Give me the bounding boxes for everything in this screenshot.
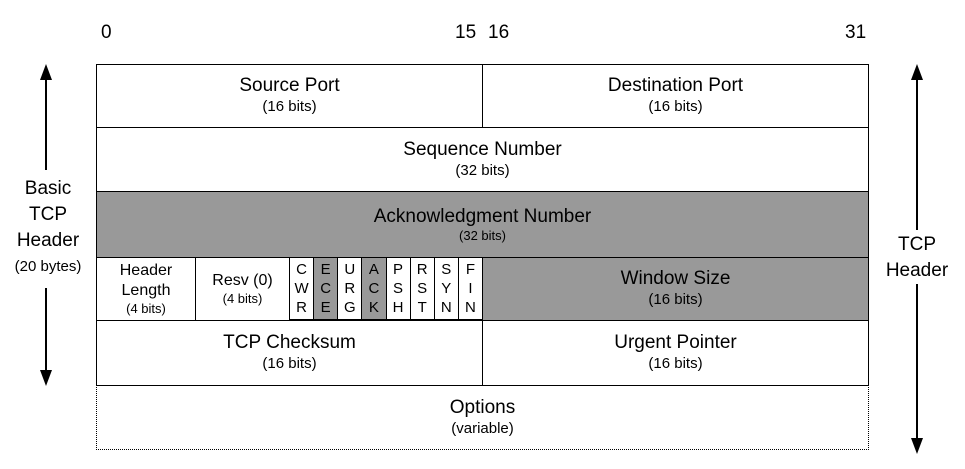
flag-letter: G: [343, 299, 356, 316]
window-size-field: Window Size (16 bits): [482, 257, 869, 321]
sequence-number-size: (32 bits): [455, 161, 510, 179]
flag-letter: S: [393, 280, 404, 297]
flag-letter: E: [320, 299, 331, 316]
flag-letter: K: [368, 299, 379, 316]
destination-port-name: Destination Port: [607, 75, 744, 96]
flag-letter: T: [417, 299, 427, 316]
flag-letter: C: [320, 280, 332, 297]
left-label-line2: TCP: [29, 204, 67, 225]
flag-letter: A: [368, 261, 379, 278]
options-field: Options (variable): [96, 385, 869, 450]
urgent-pointer-name: Urgent Pointer: [614, 332, 737, 353]
flag-letter: U: [344, 261, 356, 278]
right-label-line1: TCP: [898, 234, 936, 255]
flag-letter: R: [344, 280, 356, 297]
left-double-arrow: [40, 64, 52, 386]
resv-size: (4 bits): [222, 291, 263, 306]
destination-port-size: (16 bits): [648, 98, 703, 115]
options-size: (variable): [451, 419, 514, 437]
flag-letter: W: [294, 280, 309, 297]
bit-31-label: 31: [845, 22, 867, 43]
bit-15-label: 15: [455, 22, 477, 43]
flag-letter: F: [465, 261, 476, 278]
header-length-line2: Length: [121, 282, 171, 299]
sequence-number-name: Sequence Number: [403, 138, 562, 160]
header-length-size: (4 bits): [126, 301, 166, 316]
left-label-line4: (20 bytes): [14, 258, 82, 275]
flag-letter: N: [465, 299, 476, 316]
basic-tcp-header-label: Basic TCP Header (20 bytes): [0, 176, 96, 280]
flag-letter: H: [392, 299, 404, 316]
flag-letter: C: [368, 280, 380, 297]
source-port-field: Source Port (16 bits): [96, 64, 483, 128]
flag-letter: R: [296, 299, 307, 316]
window-size-size: (16 bits): [648, 291, 703, 308]
flag-letter: Y: [441, 280, 452, 297]
source-port-size: (16 bits): [262, 98, 317, 115]
flag-letter: E: [320, 261, 331, 278]
header-length-line1: Header: [119, 262, 173, 279]
acknowledgment-number-name: Acknowledgment Number: [373, 205, 592, 227]
tcp-checksum-field: TCP Checksum (16 bits): [96, 320, 483, 386]
flag-letter: S: [441, 261, 452, 278]
flag-letter: N: [440, 299, 452, 316]
right-label-line2: Header: [885, 260, 949, 281]
flag-letter: C: [296, 261, 307, 278]
acknowledgment-number-size: (32 bits): [459, 227, 506, 243]
sequence-number-field: Sequence Number (32 bits): [96, 127, 869, 192]
source-port-name: Source Port: [239, 75, 340, 96]
resv-name: Resv (0): [212, 272, 273, 289]
acknowledgment-number-field: Acknowledgment Number (32 bits): [96, 191, 869, 258]
bit-0-label: 0: [101, 22, 112, 43]
window-size-name: Window Size: [620, 268, 731, 289]
header-length-field: Header Length (4 bits): [96, 257, 196, 321]
left-label-line3: Header: [16, 230, 80, 251]
flag-letter: P: [393, 261, 404, 278]
urgent-pointer-field: Urgent Pointer (16 bits): [482, 320, 869, 386]
destination-port-field: Destination Port (16 bits): [482, 64, 869, 128]
urgent-pointer-size: (16 bits): [648, 355, 703, 372]
tcp-header-label: TCP Header: [872, 232, 962, 284]
flag-letter: R: [416, 261, 428, 278]
tcp-checksum-name: TCP Checksum: [223, 332, 356, 353]
left-label-line1: Basic: [24, 178, 72, 199]
options-name: Options: [449, 396, 516, 418]
tcp-checksum-size: (16 bits): [262, 355, 317, 372]
flag-letter: S: [417, 280, 428, 297]
bit-16-label: 16: [488, 22, 510, 43]
flag-letter: I: [468, 280, 473, 297]
resv-field: Resv (0) (4 bits): [195, 257, 290, 321]
right-double-arrow: [911, 64, 923, 454]
